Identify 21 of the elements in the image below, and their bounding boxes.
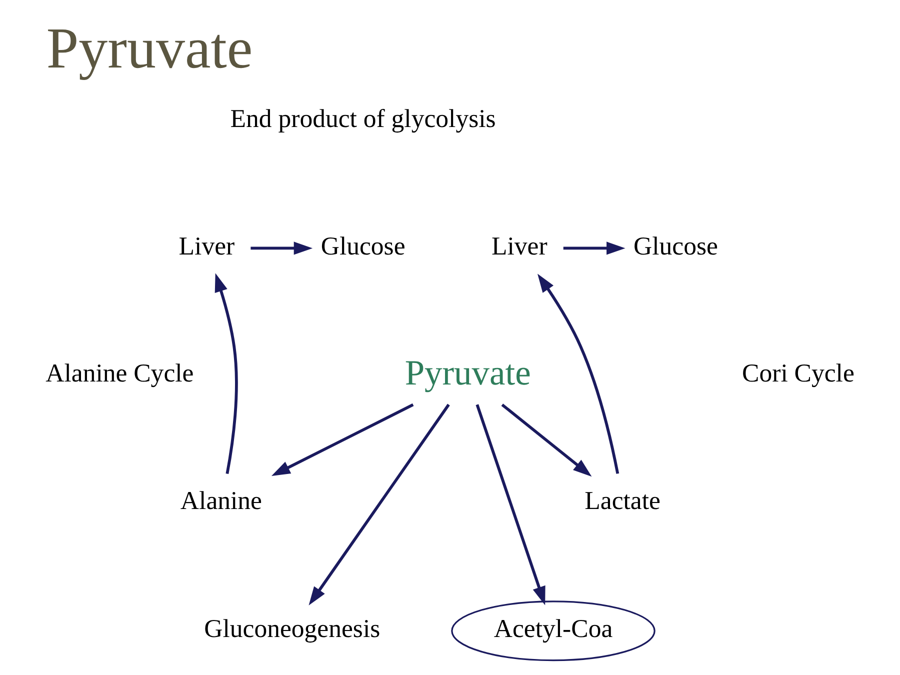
label: Alanine Cycle [45, 358, 194, 388]
node-ellipse: Acetyl-Coa [450, 600, 655, 662]
arrow [308, 404, 450, 606]
label: End product of glycolysis [230, 104, 496, 134]
node-text: Alanine [180, 486, 262, 516]
arrow [562, 242, 625, 255]
label: Cori Cycle [742, 358, 854, 388]
node-text: Liver [178, 231, 234, 260]
node-text: Glucose [320, 231, 405, 260]
node-text: Liver [491, 231, 547, 260]
arrow [214, 273, 238, 474]
arrow [250, 242, 312, 255]
arrow [537, 274, 619, 474]
node-text: Glucose [633, 231, 718, 260]
diagram-title: Pyruvate [46, 15, 252, 80]
node-text: Gluconeogenesis [204, 614, 380, 643]
node-text: Lactate [584, 486, 660, 516]
arrow [270, 403, 414, 476]
arrow [475, 404, 545, 606]
arrow [500, 404, 592, 477]
node-text: Pyruvate [404, 352, 530, 393]
